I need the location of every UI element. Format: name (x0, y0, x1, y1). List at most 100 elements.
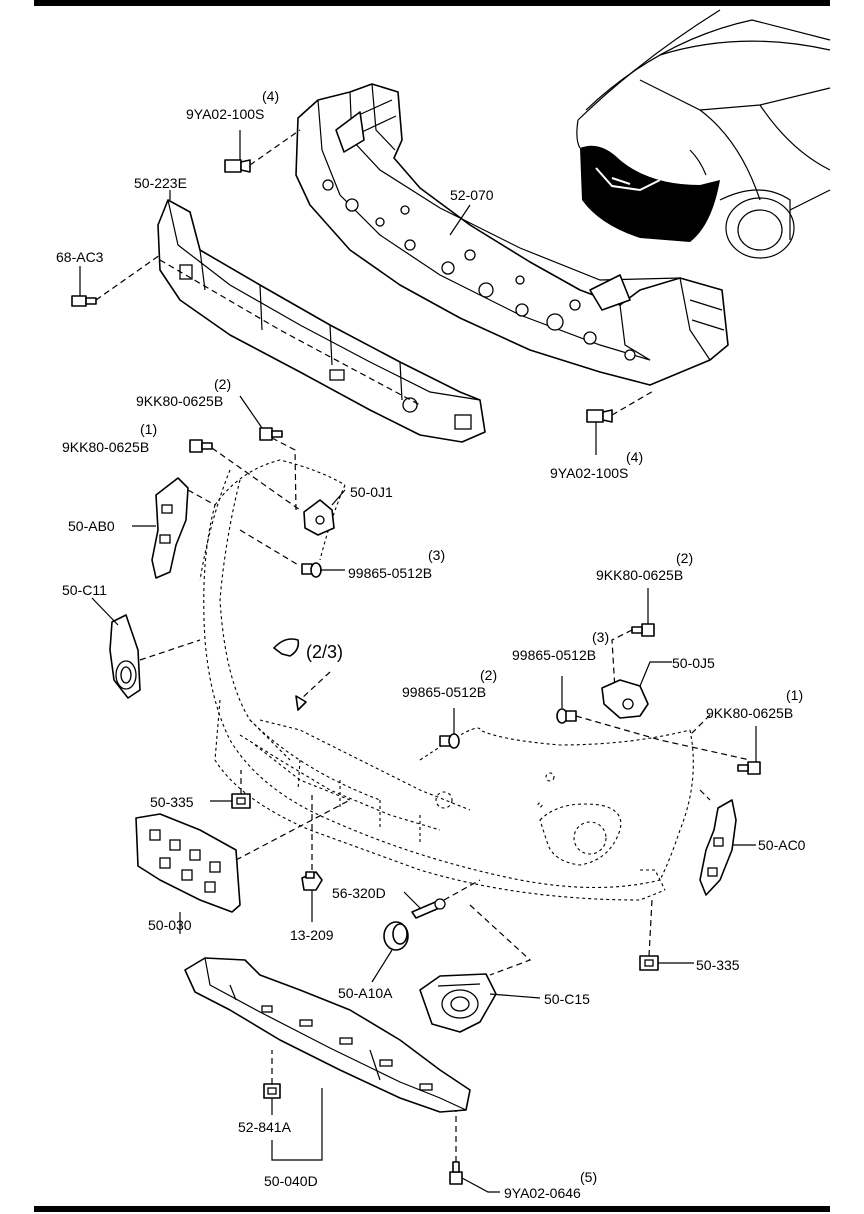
part-no-9ya02-0646: 9YA02-0646 (504, 1185, 581, 1201)
part-no-13-209: 13-209 (290, 927, 334, 943)
part-no-50-c15: 50-C15 (544, 991, 590, 1007)
qty-9kk80-0625b-2: (2) (214, 376, 231, 392)
part-no-52-841a: 52-841A (238, 1119, 292, 1135)
license-plate-bracket-50-030 (135, 813, 241, 913)
part-no-9kk80-0625b-r1: 9KK80-0625B (706, 705, 793, 721)
fastener-13-209 (301, 871, 323, 891)
part-no-9ya02-100s-top: 9YA02-100S (186, 106, 264, 122)
screw-99865-0512b-2 (439, 733, 460, 749)
screw-9kk80-0625b-2 (259, 427, 283, 441)
bolt-9ya02-0646 (449, 1161, 463, 1185)
reference-2-3: (2/3) (306, 642, 343, 662)
leader-ref-2-3 (299, 671, 331, 701)
qty-9kk80-0625b-r1: (1) (786, 687, 803, 703)
leader-50-c11 (91, 597, 119, 626)
leader-9kk80-0625b-2 (239, 395, 263, 429)
dashed-guide-50-ab0 (187, 489, 216, 506)
leader-50-040d (271, 1088, 323, 1161)
dashed-guide-68-ac3 (95, 254, 161, 301)
leader-52-070 (449, 204, 471, 236)
part-no-50-0j5: 50-0J5 (672, 655, 715, 671)
screw-9kk80-0625b-1 (189, 439, 213, 453)
part-no-9kk80-0625b-2: 9KK80-0625B (136, 393, 223, 409)
leader-50-0j1 (331, 489, 346, 506)
ref-arrowhead-icon (295, 695, 307, 711)
dashed-guide-56-320d (443, 879, 481, 901)
part-no-9ya02-100s-right: 9YA02-100S (550, 465, 628, 481)
part-no-50-030: 50-030 (148, 917, 192, 933)
part-no-9kk80-0625b-r2: 9KK80-0625B (596, 567, 683, 583)
part-no-52-070: 52-070 (450, 187, 494, 203)
dashed-guide-50-ac0 (699, 789, 711, 801)
part-no-9kk80-0625b-1: 9KK80-0625B (62, 439, 149, 455)
bracket-50-0j1 (303, 499, 335, 536)
part-no-99865-0512b-3: 99865-0512B (348, 565, 432, 581)
dashed-guide-50-335-right (648, 899, 653, 957)
part-no-99865-0512b-2: 99865-0512B (402, 684, 486, 700)
bolt-9ya02-100s-top (224, 159, 251, 173)
screw-99865-0512b-r3 (556, 708, 577, 724)
qty-99865-0512b-2: (2) (480, 667, 497, 683)
hook-56-320d (411, 898, 446, 919)
clip-68-ac3 (71, 295, 97, 307)
part-no-50-223e: 50-223E (134, 175, 187, 191)
screw-9kk80-0625b-r2 (631, 623, 655, 637)
dashed-guide-50-c11 (139, 639, 201, 661)
side-bracket-50-ab0 (151, 477, 189, 579)
bottom-border-rule (34, 1206, 830, 1212)
qty-9ya02-0646: (5) (580, 1169, 597, 1185)
leader-50-c15 (489, 993, 541, 999)
part-no-50-c11: 50-C11 (62, 582, 107, 598)
fog-lamp-cover-50-c15 (419, 973, 497, 1033)
leader-56-320d (403, 891, 421, 909)
bracket-50-0j5 (601, 679, 649, 719)
part-no-50-ac0: 50-AC0 (758, 837, 806, 853)
clip-nut-50-335-right (639, 955, 659, 971)
dashed-guide-99865-r3 (575, 715, 751, 761)
dashed-guide-50-030 (235, 799, 351, 861)
qty-9kk80-0625b-r2: (2) (676, 550, 693, 566)
bumper-reinforcement-52-070 (295, 83, 729, 386)
under-cover-50-040d (184, 957, 471, 1113)
top-border-rule (34, 0, 830, 6)
part-no-50-335-left: 50-335 (150, 794, 194, 810)
part-no-50-a10a: 50-A10A (338, 985, 393, 1001)
leader-9ya02-0646 (461, 1177, 500, 1193)
dashed-guide-absorber (159, 259, 421, 406)
part-no-99865-0512b-r3: 99865-0512B (512, 647, 596, 663)
qty-9kk80-0625b-1: (1) (140, 421, 157, 437)
qty-9ya02-100s-right: (4) (626, 449, 643, 465)
part-no-68-ac3: 68-AC3 (56, 249, 104, 265)
vehicle-locator-illustration (576, 9, 831, 259)
reference-arrow-icon (273, 638, 300, 657)
fog-lamp-cover-50-c11 (109, 614, 141, 699)
clip-nut-52-841a (263, 1083, 281, 1099)
dashed-guide-top-bolt (249, 129, 301, 166)
dashed-guide-9kk80-1 (211, 447, 301, 511)
bolt-9ya02-100s-right (586, 409, 613, 423)
leader-50-0j5 (639, 661, 672, 687)
part-no-50-335-right: 50-335 (696, 957, 740, 973)
qty-99865-0512b-r3: (3) (592, 629, 609, 645)
dashed-guide-50-0j1 (271, 437, 297, 511)
bumper-fascia (199, 459, 694, 901)
part-no-56-320d: 56-320D (332, 885, 386, 901)
qty-9ya02-100s-top: (4) (262, 88, 279, 104)
part-no-50-040d: 50-040D (264, 1173, 318, 1189)
screw-99865-0512b-3 (301, 562, 322, 578)
dashed-guide-50-c15 (469, 904, 532, 976)
cap-50-a10a (383, 921, 409, 951)
qty-99865-0512b-3: (3) (428, 547, 445, 563)
dashed-guide-right-bolt (611, 389, 656, 416)
dashed-guide-99865-3 (239, 529, 301, 567)
dashed-guide-9kk80-r2 (611, 629, 633, 691)
part-no-50-ab0: 50-AB0 (68, 518, 115, 534)
leader-50-a10a (371, 949, 393, 983)
part-no-50-0j1: 50-0J1 (350, 484, 393, 500)
screw-9kk80-0625b-r1 (737, 761, 761, 775)
energy-absorber-50-223e (157, 199, 486, 443)
dashed-guide-9kk80-r1 (689, 714, 711, 736)
side-bracket-50-ac0 (699, 799, 737, 896)
